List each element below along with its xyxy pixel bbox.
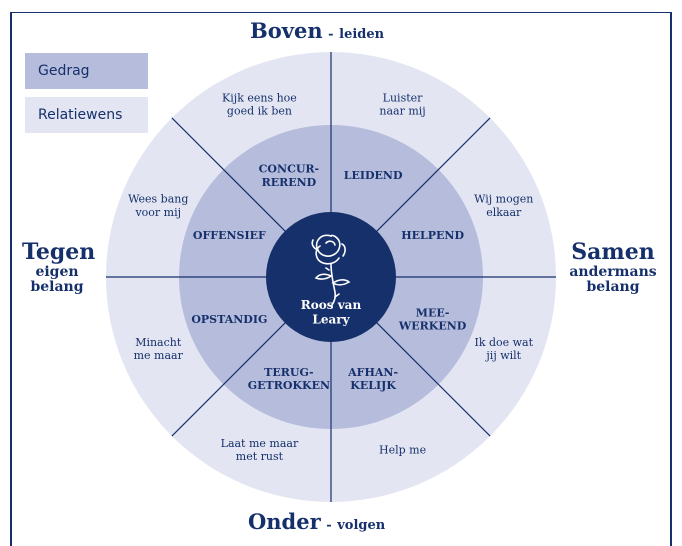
behavior-label-8: OFFENSIEF <box>193 229 266 242</box>
right-heading-line2: andermans <box>569 263 657 280</box>
behavior-label-line: REREND <box>262 176 317 189</box>
wish-label-line: Luister <box>383 91 423 104</box>
legend-item-behavior: Gedrag <box>25 53 148 89</box>
wish-label-line: Kijk eens hoe <box>222 91 297 104</box>
behavior-label-line: AFHAN- <box>347 366 398 379</box>
bottom-heading: Onder - volgen <box>243 509 391 534</box>
wish-label-line: naar mij <box>379 105 425 118</box>
behavior-labels: CONCUR-REREND LEIDEND HELPEND MEE-WERKEND AF… <box>191 163 466 392</box>
legend-label-behavior: Gedrag <box>38 63 90 79</box>
left-heading-main: Tegen <box>22 239 96 265</box>
page-border <box>10 12 672 546</box>
behavior-label-7: OPSTANDIG <box>191 313 267 326</box>
wish-label-line: Wij mogen <box>474 193 533 206</box>
wish-label-line: Help me <box>379 444 426 457</box>
top-heading-main: Boven <box>250 18 323 43</box>
bottom-heading-sub: volgen <box>337 518 386 533</box>
top-heading: Boven - leiden <box>245 18 390 43</box>
wish-label-5: Help me <box>379 444 426 457</box>
behavior-label-line: TERUG- <box>264 366 313 379</box>
behavior-label-line: WERKEND <box>398 320 467 333</box>
wish-label-line: met rust <box>236 450 284 463</box>
legend-item-wish: Relatiewens <box>25 97 148 133</box>
behavior-label-5: AFHAN-KELIJK <box>347 366 398 392</box>
right-heading: Samen andermans belang <box>563 240 663 296</box>
wish-label-line: voor mij <box>134 206 181 219</box>
bottom-heading-sep: - <box>326 518 332 533</box>
behavior-label-line: MEE- <box>416 306 450 319</box>
behavior-label-4: MEE-WERKEND <box>398 306 467 332</box>
behavior-label-line: OFFENSIEF <box>193 229 266 242</box>
wish-label-line: Laat me maar <box>221 437 299 450</box>
left-heading-line2: eigen <box>35 263 79 280</box>
left-heading: Tegen eigen belang <box>22 239 96 296</box>
behavior-label-1: CONCUR-REREND <box>259 163 319 189</box>
behavior-label-line: GETROKKEN <box>248 379 330 392</box>
right-heading-main: Samen <box>571 239 655 265</box>
right-heading-line3: belang <box>586 279 640 296</box>
center-label-text-line: Leary <box>312 312 350 326</box>
wish-label-line: me maar <box>134 349 184 362</box>
wish-label-line: Minacht <box>135 336 182 349</box>
behavior-label-line: LEIDEND <box>344 169 403 182</box>
behavior-label-2: LEIDEND <box>344 169 403 182</box>
center-label-text-line: Roos van <box>301 298 362 312</box>
legend-label-wish: Relatiewens <box>38 107 123 123</box>
behavior-label-line: KELIJK <box>350 379 396 392</box>
top-heading-sub: leiden <box>339 27 385 42</box>
wish-label-line: goed ik ben <box>227 105 292 118</box>
wish-label-line: jij wilt <box>484 349 521 362</box>
bottom-heading-main: Onder <box>248 509 321 534</box>
wish-label-line: elkaar <box>486 206 522 219</box>
left-heading-line3: belang <box>30 279 84 296</box>
behavior-label-line: CONCUR- <box>259 163 319 176</box>
behavior-label-6: TERUG-GETROKKEN <box>248 366 330 392</box>
center-circle <box>266 212 396 342</box>
behavior-label-line: HELPEND <box>401 229 464 242</box>
behavior-label-3: HELPEND <box>401 229 464 242</box>
wish-label-line: Wees bang <box>128 193 188 206</box>
rose-icon <box>311 234 351 306</box>
top-heading-sep: - <box>328 27 334 42</box>
wish-label-line: Ik doe wat <box>474 336 533 349</box>
behavior-label-line: OPSTANDIG <box>191 313 267 326</box>
